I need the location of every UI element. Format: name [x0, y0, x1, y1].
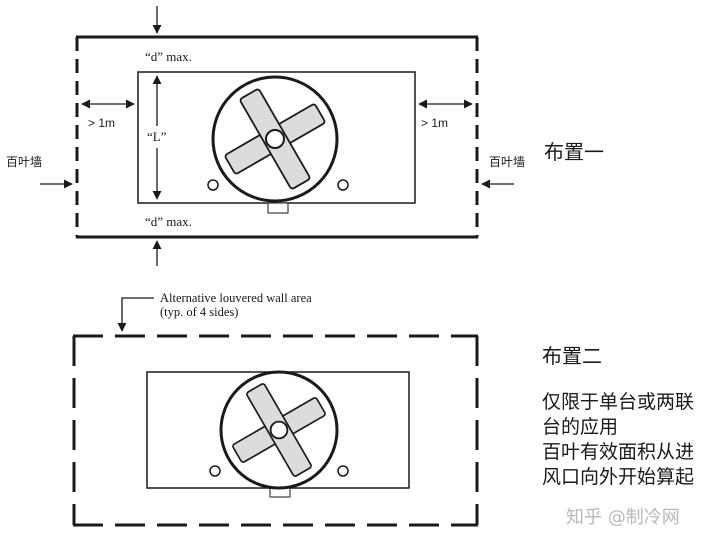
louver-label-right: 百叶墙: [489, 155, 525, 169]
note-line: 百叶有效面积从进: [542, 441, 695, 463]
alt-wall-label-line1: Alternative louvered wall area: [160, 291, 312, 305]
length-label: “L”: [147, 129, 167, 144]
side-clearance-label-right: > 1m: [421, 116, 448, 130]
note-line: 仅限于单台或两联: [542, 391, 695, 413]
layout-2-note: 仅限于单台或两联 台的应用 百叶有效面积从进 风口向外开始算起: [542, 390, 694, 490]
clearance-label-top: “d” max.: [145, 49, 192, 64]
mounting-hole-left-2: [209, 465, 221, 477]
alt-wall-label-line2: (typ. of 4 sides): [160, 305, 238, 319]
mounting-hole-left: [207, 179, 219, 191]
clearance-label-bottom: “d” max.: [145, 214, 192, 229]
alt-wall-leader-arrow: [117, 297, 154, 332]
layout-2-diagram: Alternative louvered wall area (typ. of …: [72, 291, 479, 527]
unit-base-fitting: [267, 202, 289, 214]
layout-2-title: 布置二: [542, 344, 602, 368]
watermark: 知乎 @制冷网: [566, 507, 680, 528]
note-line: 台的应用: [542, 416, 619, 438]
mounting-hole-right-2: [337, 465, 349, 477]
mounting-hole-right: [337, 179, 349, 191]
side-clearance-label-left: > 1m: [88, 116, 115, 130]
louver-label-left: 百叶墙: [6, 155, 42, 169]
layout-1-title: 布置一: [544, 140, 604, 164]
note-line: 风口向外开始算起: [542, 466, 695, 488]
layout-1-diagram: “d” max. “d” max. “L” > 1m > 1m 百叶墙 百叶墙: [6, 6, 525, 266]
